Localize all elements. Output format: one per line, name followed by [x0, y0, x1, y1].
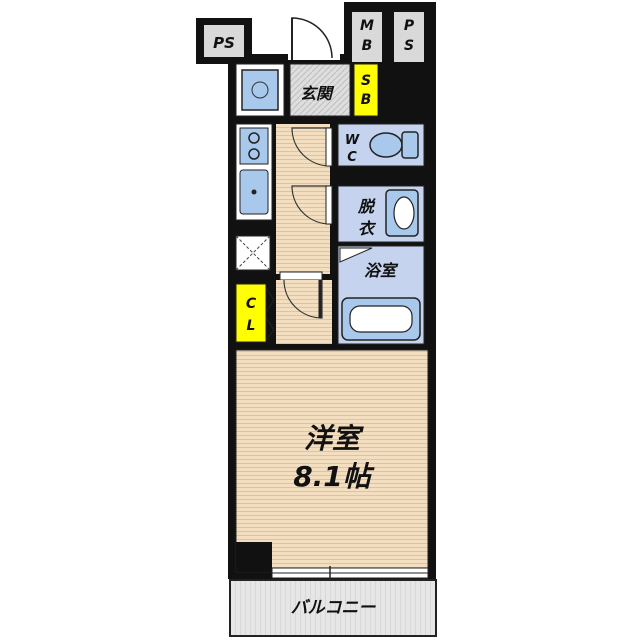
ps-left-shaft: PS [196, 18, 252, 64]
bathtub-basin-icon [349, 305, 413, 333]
ps-right-label-top: P [404, 18, 415, 34]
entrance-floor [289, 63, 351, 117]
dressing-label-bottom: 衣 [358, 219, 377, 238]
shoe-box-label-bottom: B [361, 92, 372, 108]
wc-label-bottom: C [347, 150, 357, 165]
closet [235, 283, 267, 343]
shoe-box [353, 63, 379, 117]
mb-label-bottom: B [362, 38, 373, 54]
western-room-label: 洋室 [304, 422, 364, 455]
stove [239, 127, 269, 165]
dressing-label-top: 脱 [357, 197, 376, 216]
shaft-wall [378, 64, 428, 116]
ps-right-label-bottom: S [404, 38, 414, 54]
mb-ps-shafts: M B P S [344, 2, 436, 68]
ps-left-label: PS [213, 34, 235, 52]
room-door-frame [279, 271, 323, 281]
washer-icon [241, 69, 279, 111]
burner-icon [248, 148, 260, 160]
burner-icon [248, 132, 260, 144]
western-room [235, 349, 429, 573]
washbasin-bowl-icon [393, 196, 415, 230]
balcony-label: バルコニー [291, 598, 377, 618]
closet-label-bottom: L [247, 318, 256, 334]
shoe-box-label-top: S [361, 73, 371, 89]
fridge-cross-icon [235, 235, 271, 271]
fridge-cross-icon [235, 235, 271, 271]
corridor-floor [276, 124, 330, 274]
entrance-door [288, 17, 340, 60]
drain-icon [251, 189, 257, 195]
pillar [236, 542, 272, 572]
toilet-icon [369, 132, 403, 158]
closet-doors-icon [265, 287, 275, 341]
corridor-lower-floor [276, 280, 332, 344]
entrance-label: 玄関 [300, 84, 335, 103]
toilet-tank-icon [401, 131, 419, 159]
bath-label: 浴室 [364, 261, 399, 280]
washer-drum-icon [251, 81, 269, 99]
mb-label-top: M [360, 18, 374, 34]
balcony [229, 579, 437, 637]
closet-label-top: C [246, 296, 257, 312]
bath-door-icon [339, 247, 373, 263]
wc-label-top: W [345, 133, 360, 148]
dressing-door-swing [291, 185, 331, 225]
room-size-label: 8.1帖 [293, 460, 375, 493]
wc-door-swing [291, 127, 331, 167]
